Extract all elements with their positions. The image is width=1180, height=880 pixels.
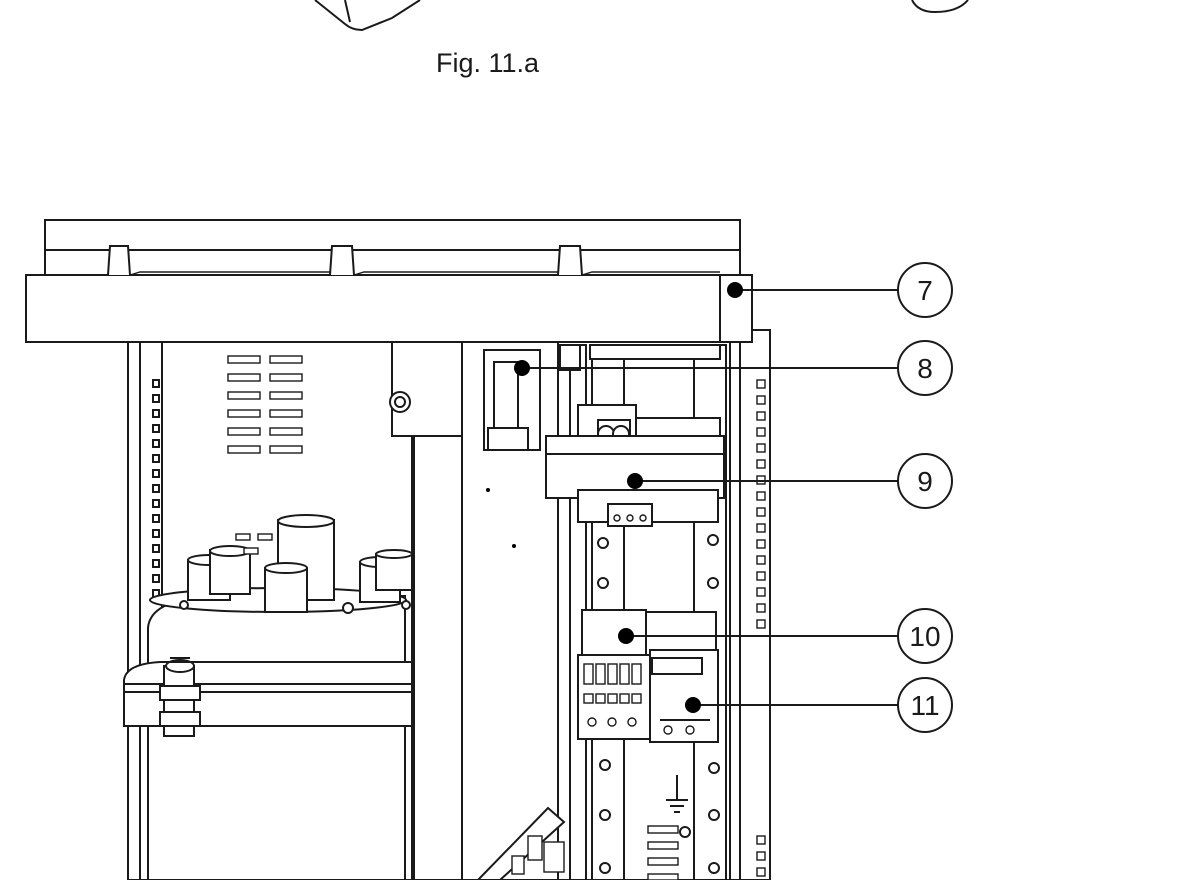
ground-symbol [666, 775, 688, 813]
callout-label-11: 11 [910, 690, 939, 721]
circuit-board [476, 806, 566, 880]
callout-label-9: 9 [917, 466, 933, 497]
callout-8: 8 [897, 340, 953, 396]
callout-11: 11 [897, 677, 953, 733]
din-rail-screws [597, 534, 720, 874]
component-11-fuse-holder [649, 649, 719, 743]
callout-9: 9 [897, 453, 953, 509]
callout-label-10: 10 [909, 621, 940, 652]
callout-10: 10 [897, 608, 953, 664]
steam-cylinder [123, 514, 413, 880]
callout-label-7: 7 [917, 275, 933, 306]
lower-slots [647, 825, 679, 880]
callout-7: 7 [897, 262, 953, 318]
callout-leaders [514, 282, 898, 713]
figure-caption: Fig. 11.a [436, 48, 540, 78]
previous-figure-fragment [314, 0, 969, 32]
callout-label-8: 8 [917, 353, 933, 384]
vent-slots [227, 355, 303, 454]
component-8-bracket [483, 344, 721, 451]
component-7-lid [25, 219, 753, 343]
humidifier-housing [25, 219, 771, 880]
